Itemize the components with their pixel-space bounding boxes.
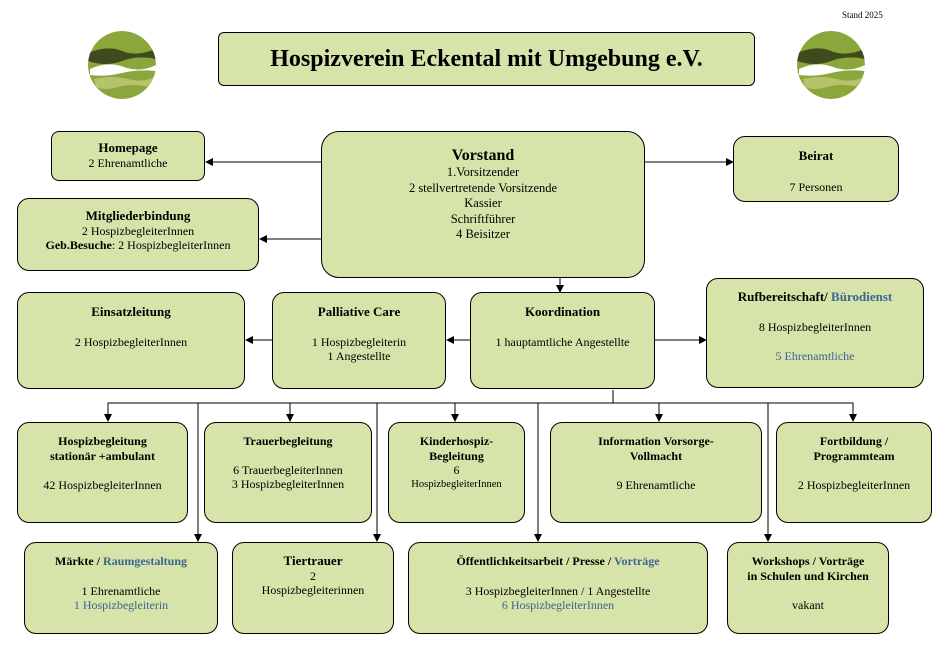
box-trauerbegleitung: Trauerbegleitung 6 TrauerbegleiterInnen … bbox=[204, 422, 372, 523]
box-tiertrauer: Tiertrauer 2 Hospizbegleiterinnen bbox=[232, 542, 394, 634]
box-title: stationär +ambulant bbox=[50, 448, 155, 463]
box-title-accent: Raumgestaltung bbox=[102, 554, 187, 568]
box-palliative-care: Palliative Care 1 Hospizbegleiterin 1 An… bbox=[272, 292, 446, 389]
box-kinderhospiz: Kinderhospiz- Begleitung 6 Hospizbegleit… bbox=[388, 422, 525, 523]
box-line: 1 Angestellte bbox=[327, 349, 391, 363]
box-line: 2 Ehrenamtliche bbox=[88, 155, 168, 170]
box-line-accent: 6 HospizbegleiterInnen bbox=[501, 598, 615, 612]
box-beirat: Beirat 7 Personen bbox=[733, 136, 899, 202]
box-vorsorge: Information Vorsorge- Vollmacht 9 Ehrena… bbox=[550, 422, 762, 523]
box-line: Hospizbegleiterinnen bbox=[261, 583, 365, 597]
box-title: Kinderhospiz- bbox=[419, 434, 494, 448]
page-title: Hospizverein Eckental mit Umgebung e.V. bbox=[218, 32, 755, 86]
box-title: Einsatzleitung bbox=[91, 304, 171, 319]
box-title: Rufbereitschaft/ bbox=[737, 289, 832, 304]
box-einsatzleitung: Einsatzleitung 2 HospizbegleiterInnen bbox=[17, 292, 245, 389]
box-title: Tiertrauer bbox=[283, 553, 343, 568]
hospiz-logo-icon bbox=[797, 31, 865, 99]
box-line: 1.Vorsitzender bbox=[446, 165, 520, 179]
box-rufbereitschaft: Rufbereitschaft/ Bürodienst 8 Hospizbegl… bbox=[706, 278, 924, 388]
box-line: 3 HospizbegleiterInnen bbox=[231, 477, 345, 491]
box-title: Fortbildung / bbox=[819, 434, 889, 448]
box-line: HospizbegleiterInnen bbox=[411, 478, 502, 490]
box-line-accent: 5 Ehrenamtliche bbox=[775, 349, 855, 363]
box-line: 1 Ehrenamtliche bbox=[81, 583, 161, 598]
box-line: 6 bbox=[453, 463, 460, 477]
box-mitgliederbindung: Mitgliederbindung 2 HospizbegleiterInnen… bbox=[17, 198, 259, 271]
box-title-accent: Bürodienst bbox=[831, 289, 893, 304]
box-line-bold: Geb.Besuche bbox=[45, 238, 112, 252]
box-line: Schriftführer bbox=[450, 211, 516, 226]
box-line: 6 TrauerbegleiterInnen bbox=[233, 462, 343, 477]
stand-date: Stand 2025 bbox=[842, 10, 883, 20]
box-title-accent: Vorträge bbox=[613, 554, 660, 568]
box-line: 3 HospizbegleiterInnen / 1 Angestellte bbox=[465, 583, 651, 598]
box-title: Hospizbegleitung bbox=[58, 434, 147, 448]
box-line: 2 stellvertretende Vorsitzende bbox=[408, 180, 558, 195]
box-title: Vollmacht bbox=[629, 448, 683, 463]
box-oeffentlichkeitsarbeit: Öffentlichkeitsarbeit / Presse / Vorträg… bbox=[408, 542, 708, 634]
box-title: Workshops / Vorträge bbox=[751, 554, 865, 568]
box-line: 1 hauptamtliche Angestellte bbox=[495, 334, 630, 349]
box-line: 8 HospizbegleiterInnen bbox=[758, 319, 872, 334]
box-fortbildung: Fortbildung / Programmteam 2 Hospizbegle… bbox=[776, 422, 932, 523]
box-title: Koordination bbox=[524, 304, 601, 319]
box-title: Beirat bbox=[798, 148, 834, 163]
box-title: Begleitung bbox=[429, 448, 484, 463]
box-workshops: Workshops / Vorträge in Schulen und Kirc… bbox=[727, 542, 889, 634]
box-line: 2 HospizbegleiterInnen bbox=[81, 223, 195, 238]
box-title: Mitgliederbindung bbox=[85, 208, 191, 223]
box-vorstand: Vorstand 1.Vorsitzender 2 stellvertreten… bbox=[321, 131, 645, 278]
box-title: Öffentlichkeitsarbeit / Presse / bbox=[456, 554, 614, 568]
box-line: 2 HospizbegleiterInnen bbox=[797, 478, 911, 492]
box-homepage: Homepage 2 Ehrenamtliche bbox=[51, 131, 205, 181]
box-title: Trauerbegleitung bbox=[243, 434, 333, 448]
box-title: Information Vorsorge- bbox=[598, 434, 714, 448]
box-line: 7 Personen bbox=[789, 179, 843, 194]
box-line: Kassier bbox=[464, 196, 502, 210]
box-title: Homepage bbox=[98, 140, 158, 155]
box-title: Palliative Care bbox=[317, 304, 401, 319]
box-maerkte: Märkte / Raumgestaltung 1 Ehrenamtliche … bbox=[24, 542, 218, 634]
box-title: Vorstand bbox=[451, 147, 515, 164]
hospiz-logo-icon bbox=[88, 31, 156, 99]
box-line: 2 HospizbegleiterInnen bbox=[74, 334, 188, 349]
box-line: 9 Ehrenamtliche bbox=[616, 478, 696, 492]
box-line: 1 Hospizbegleiterin bbox=[311, 334, 407, 349]
box-line: vakant bbox=[792, 598, 824, 612]
box-line: 4 Beisitzer bbox=[456, 227, 510, 241]
box-koordination: Koordination 1 hauptamtliche Angestellte bbox=[470, 292, 655, 389]
box-hospizbegleitung: Hospizbegleitung stationär +ambulant 42 … bbox=[17, 422, 188, 523]
box-title: Märkte / bbox=[55, 554, 103, 568]
box-title: Programmteam bbox=[813, 448, 895, 463]
box-line: 2 bbox=[310, 568, 316, 583]
box-title: in Schulen und Kirchen bbox=[747, 568, 869, 583]
box-line-accent: 1 Hospizbegleiterin bbox=[73, 598, 169, 612]
box-line: : 2 HospizbegleiterInnen bbox=[111, 238, 231, 252]
box-line: 42 HospizbegleiterInnen bbox=[43, 478, 162, 492]
